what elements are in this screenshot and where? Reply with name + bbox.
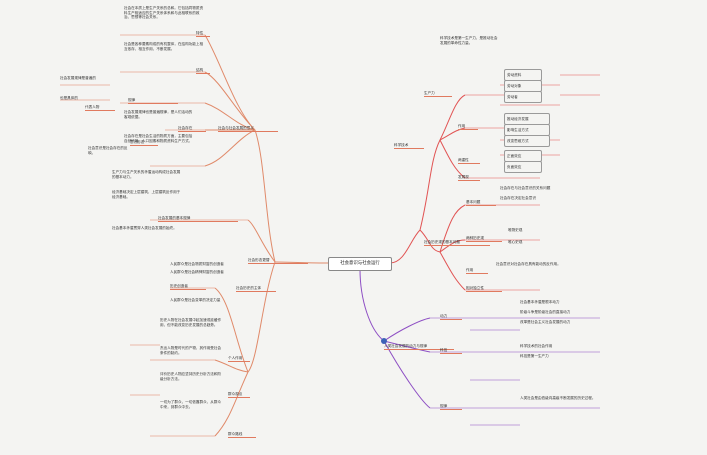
note-bl-c: 一切为了群众，一切依靠群众，从群众中来，到群众中去。 [160,400,222,409]
label-tr-b[interactable]: 作用 [458,124,478,130]
note-bl-b2: 杰出人物是时代的产物，其作用受社会条件的制约。 [160,346,222,355]
label-tl-3[interactable]: 规律 [128,98,178,104]
note-tl-1: 社会在本质上是生产关系的总和。它包括同物质资料生产相适应的生产关系体系和与此相联… [124,6,204,20]
link-lt-3 [204,102,256,131]
items-tl-3-a: 社会发展规律是普遍的 [60,76,96,80]
note-tl-5: 社会意识是社会存在的反映。 [88,146,128,155]
link-lb-2 [214,359,249,373]
items-tl-3-b: 也是具体的 [60,96,78,100]
link-lt-2 [204,71,256,131]
item-br-b1: 科学技术的社会作用 [520,344,553,348]
link-root-purple [359,268,385,342]
branch-label-top-left[interactable]: 社会与社会发展的意义 [218,126,278,132]
item-tr-c2[interactable]: 负面效应 [504,161,542,173]
item-mr-a2: 社会存在决定社会意识 [500,196,536,200]
label-mr-d[interactable]: 相对独立性 [466,286,502,292]
branch-label-mid-left[interactable]: 社会发展的基本规律 [158,216,238,222]
root-topic[interactable]: 社会意识与社会运行 [328,257,392,271]
note-bl-b1: 历史人物在社会发展中起加速或延缓作用，但不能改变历史发展的总趋势。 [160,318,222,327]
link-lb-1 [214,287,249,373]
label-ml-1[interactable]: 社会形态更替 [248,258,308,264]
item-mr-b2: 唯心史观 [508,240,523,244]
label-br-b[interactable]: 科技 [440,348,462,354]
item-br-b2: 科技是第一生产力 [520,354,549,358]
label-tl-5[interactable]: 意识形态 [130,140,158,146]
items-tl-3-c: 代表人物 [85,105,115,111]
note-tl-3: 社会发展规律也是普遍规律，是人们活动的客观依据。 [124,110,193,119]
item-mr-b1: 唯物史观 [508,228,523,232]
item-br-a3: 改革是社会主义社会发展的动力 [520,320,571,324]
note-mr-c: 社会意识对社会存在具有能动的反作用。 [496,262,561,266]
branch-label-bottom-right[interactable]: 人类社会发展的动力与规律 [384,344,454,350]
note-ml-2: 经济基础决定上层建筑，上层建筑反作用于经济基础。 [112,190,181,199]
note-tl-4: 社会存在是社会生活的物质方面，主要包括自然环境、人口因素和物质资料生产方式。 [124,134,193,143]
note-tr-a: 科学技术是第一生产力，是推动社会发展的革命性力量。 [440,36,498,45]
note-ml-3: 社会基本矛盾贯穿人类社会发展的始终。 [112,226,177,230]
link-root-right [389,229,421,264]
link-lb-3 [214,371,249,437]
link-lt-5 [204,129,256,167]
item-bl-a3: 人民群众是社会变革的决定力量 [170,298,221,302]
item-br-a2: 阶级斗争是阶级社会的直接动力 [520,310,571,314]
label-bl-c[interactable]: 群众观点 [228,392,250,398]
item-bl-a1: 人民群众是社会物质财富的创造者 [170,262,224,266]
label-mr-a[interactable]: 基本问题 [466,200,496,206]
label-bl-b[interactable]: 个人作用 [228,356,250,362]
item-tr-a3[interactable]: 劳动者 [504,91,542,103]
label-tl-1[interactable]: 特性 [196,31,210,37]
label-mr-b[interactable]: 两种历史观 [466,236,502,242]
item-br-a1: 社会基本矛盾是根本动力 [520,300,560,304]
branch-label-bottom-left[interactable]: 社会历史的主体 [236,286,276,292]
note-tl-2: 社会是各种要素构成的有机整体，在结构功能上相互依存，相互作用，不断发展。 [124,42,204,51]
branch-label-top-right[interactable]: 科学技术 [394,143,424,149]
label-tl-4[interactable]: 社会存在 [178,126,206,132]
link-lt-1 [204,34,256,131]
label-tr-d[interactable]: 发展观 [458,175,480,181]
label-bl-a[interactable]: 历史创造者 [170,284,206,290]
label-tr-a[interactable]: 生产力 [424,91,452,97]
link-left-mid [247,219,276,263]
item-tr-b3[interactable]: 改变思维方式 [504,135,550,147]
link-root-left [274,261,329,264]
label-br-c[interactable]: 规律 [440,404,462,410]
link-left-bottom [247,261,276,373]
label-mr-c[interactable]: 作用 [466,268,488,274]
link-right-top [419,139,441,231]
note-br-c: 人类社会是由低级向高级不断发展的历史过程。 [520,396,596,400]
item-bl-a2: 人民群众是社会精神财富的创造者 [170,270,224,274]
label-tr-c[interactable]: 两重性 [458,158,480,164]
link-left-top [254,129,276,263]
link-right-mid [419,229,441,253]
label-tl-2[interactable]: 结构 [196,68,210,74]
item-mr-a1: 社会存在与社会意识的关系问题 [500,186,551,190]
branch-label-mid-right[interactable]: 社会历史观的基本问题 [424,240,490,246]
note-bl-b3: 评价历史人物应坚持历史分析方法和阶级分析方法。 [160,372,222,381]
root-dot-icon [381,338,387,344]
label-bl-d[interactable]: 群众路线 [228,432,256,438]
label-br-a[interactable]: 动力 [440,314,462,320]
note-ml-1: 生产力与生产关系的矛盾运动构成社会发展的基本动力。 [112,170,181,179]
